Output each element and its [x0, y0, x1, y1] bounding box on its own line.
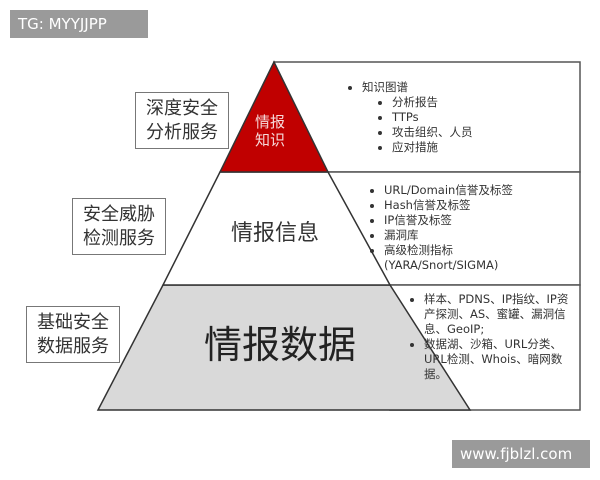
watermark-bottom-right: www.fjblzl.com: [452, 440, 590, 468]
side-label-basic-data: 基础安全 数据服务: [26, 306, 120, 363]
side-label-threat-detection: 安全威胁 检测服务: [72, 198, 166, 255]
list-item: 高级检测指标 (YARA/Snort/SIGMA): [384, 243, 575, 273]
list-item: 样本、PDNS、IP指纹、IP资产探测、AS、蜜罐、漏洞信息、GeoIP;: [424, 292, 575, 337]
list-item-text: 知识图谱: [362, 80, 408, 94]
top-tier-description-box: [273, 61, 581, 173]
list-item: 攻击组织、人员: [392, 125, 568, 140]
tier-top-label: 情报 知识: [254, 113, 285, 149]
side-label-line: 深度安全: [146, 97, 218, 119]
side-label-line: 安全威胁: [83, 203, 155, 225]
list-item: Hash信誉及标签: [384, 198, 575, 213]
list-item: 应对措施: [392, 140, 568, 155]
tier-bottom-label: 情报数据: [203, 323, 356, 367]
list-item: 数据湖、沙箱、URL分类、URL检测、Whois、暗网数据。: [424, 337, 575, 382]
list-item: 漏洞库: [384, 228, 575, 243]
side-label-line: 数据服务: [37, 335, 109, 357]
middle-tier-list: URL/Domain信誉及标签 Hash信誉及标签 IP信誉及标签 漏洞库 高级…: [370, 183, 575, 273]
top-tier-list: 知识图谱 分析报告 TTPs 攻击组织、人员 应对措施: [348, 80, 568, 155]
watermark-top-left: TG: MYYJJPP: [10, 10, 148, 38]
list-item: URL/Domain信誉及标签: [384, 183, 575, 198]
side-label-line: 分析服务: [146, 121, 218, 143]
side-label-line: 基础安全: [37, 311, 109, 333]
list-item: 知识图谱 分析报告 TTPs 攻击组织、人员 应对措施: [362, 80, 568, 155]
list-item: 分析报告: [392, 95, 568, 110]
side-label-deep-analysis: 深度安全 分析服务: [135, 92, 229, 149]
list-item: IP信誉及标签: [384, 213, 575, 228]
bottom-tier-list: 样本、PDNS、IP指纹、IP资产探测、AS、蜜罐、漏洞信息、GeoIP; 数据…: [410, 292, 575, 382]
pyramid-top-tier: [218, 60, 330, 173]
list-item: TTPs: [392, 110, 568, 125]
tier-middle-label: 情报信息: [230, 221, 319, 246]
side-label-line: 检测服务: [83, 227, 155, 249]
